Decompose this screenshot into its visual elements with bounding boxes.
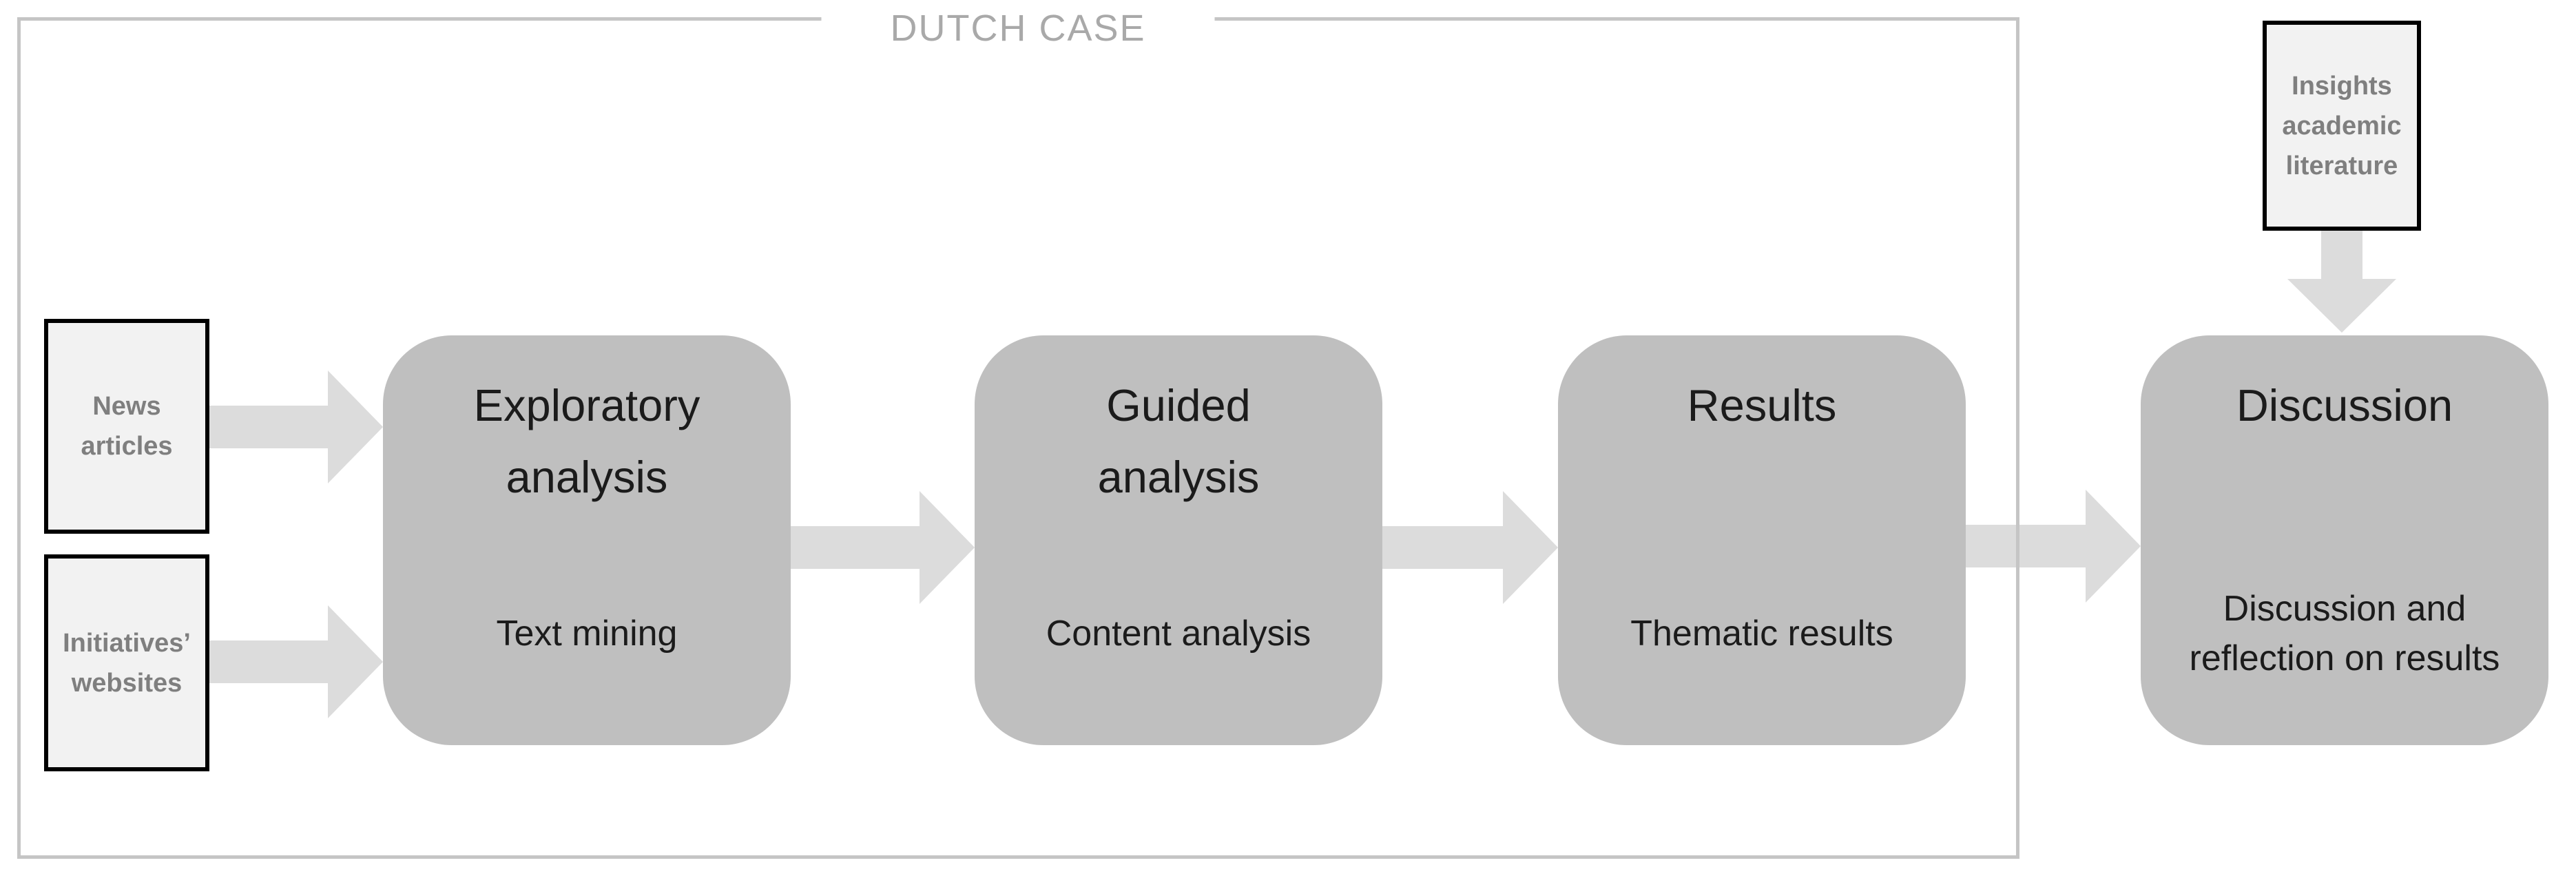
arrow-shaft: [1965, 525, 2086, 567]
arrow-head-right-icon: [920, 491, 975, 604]
arrow-websites-to-exploratory: [209, 605, 383, 718]
stage-title: Exploratory analysis: [473, 380, 700, 502]
source-box-insights-academic-literature: Insights academic literature: [2263, 21, 2421, 231]
arrow-news-to-exploratory: [209, 371, 383, 483]
arrow-guided-to-results: [1382, 491, 1558, 604]
arrow-head-right-icon: [1503, 491, 1558, 604]
source-box-initiatives-websites-label: Initiatives’ websites: [63, 628, 191, 698]
arrow-head-right-icon: [328, 605, 383, 718]
source-box-initiatives-websites: Initiatives’ websites: [44, 554, 209, 771]
stage-subtitle: Discussion and reflection on results: [2189, 588, 2500, 678]
source-box-news-articles-label: News articles: [81, 392, 173, 461]
source-box-news-articles: News articles: [44, 319, 209, 534]
stage-title: Discussion: [2236, 380, 2453, 430]
stage-subtitle: Thematic results: [1630, 613, 1893, 654]
arrow-shaft: [791, 526, 920, 569]
arrow-insights-to-discussion: [2287, 231, 2396, 333]
stage-box-guided-analysis: Guided analysis Content analysis: [975, 335, 1382, 745]
arrow-head-down-icon: [2287, 279, 2396, 333]
stage-title: Results: [1687, 380, 1837, 430]
source-box-insights-academic-literature-label: Insights academic literature: [2282, 71, 2402, 180]
dutch-case-group-label: DUTCH CASE: [821, 3, 1215, 54]
arrow-shaft: [2321, 231, 2362, 279]
stage-subtitle: Content analysis: [1046, 613, 1311, 654]
stage-box-discussion: Discussion Discussion and reflection on …: [2141, 335, 2548, 745]
stage-subtitle: Text mining: [496, 613, 678, 654]
arrow-shaft: [209, 640, 328, 683]
stage-box-exploratory-analysis: Exploratory analysis Text mining: [383, 335, 791, 745]
arrow-exploratory-to-guided: [791, 491, 975, 604]
stage-title: Guided analysis: [1097, 380, 1260, 502]
stage-box-results: Results Thematic results: [1558, 335, 1966, 745]
arrow-results-to-discussion: [1965, 490, 2141, 603]
arrow-shaft: [1382, 526, 1503, 569]
arrow-head-right-icon: [2086, 490, 2141, 603]
arrow-shaft: [209, 406, 328, 448]
arrow-head-right-icon: [328, 371, 383, 483]
